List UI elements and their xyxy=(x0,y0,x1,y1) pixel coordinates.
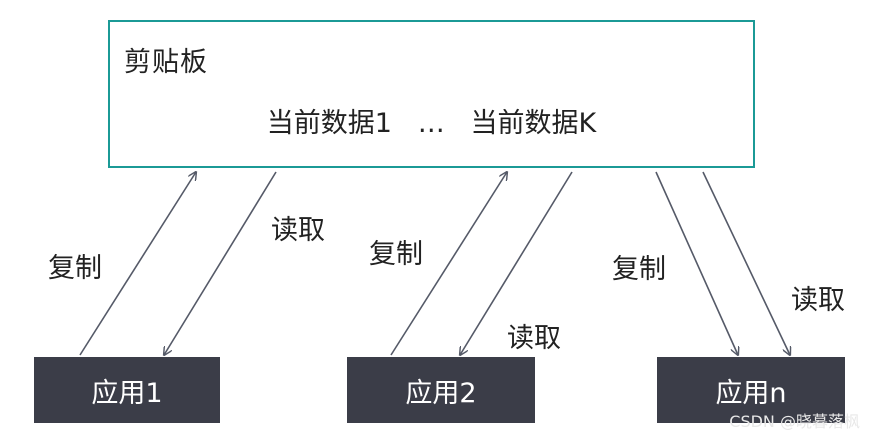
arrow-copy-appn xyxy=(655,171,738,355)
app-box-2: 应用2 xyxy=(347,357,535,423)
app-label-2: 应用2 xyxy=(405,377,477,409)
copy-label-appn: 复制 xyxy=(612,254,666,285)
arrow-copy-app2 xyxy=(390,172,507,356)
clipboard-title: 剪贴板 xyxy=(124,47,208,78)
read-label-app1: 读取 xyxy=(271,215,325,246)
app-label-n: 应用n xyxy=(715,377,787,409)
read-label-app2: 读取 xyxy=(507,323,561,354)
arrow-read-app1 xyxy=(164,171,277,355)
copy-label-app2: 复制 xyxy=(369,239,423,270)
read-label-appn: 读取 xyxy=(791,285,845,316)
watermark-text: CSDN @晓暮落枫 xyxy=(729,412,860,431)
app-box-n: 应用n xyxy=(657,357,845,423)
app-box-1: 应用1 xyxy=(34,357,220,423)
clipboard-data-line: 当前数据1 … 当前数据K xyxy=(266,108,597,139)
app-label-1: 应用1 xyxy=(91,377,163,409)
clipboard-box: 剪贴板 当前数据1 … 当前数据K xyxy=(108,20,755,168)
arrow-read-app2 xyxy=(460,171,573,355)
arrow-read-appn xyxy=(702,171,790,355)
copy-label-app1: 复制 xyxy=(48,253,102,284)
arrow-copy-app1 xyxy=(79,172,196,356)
